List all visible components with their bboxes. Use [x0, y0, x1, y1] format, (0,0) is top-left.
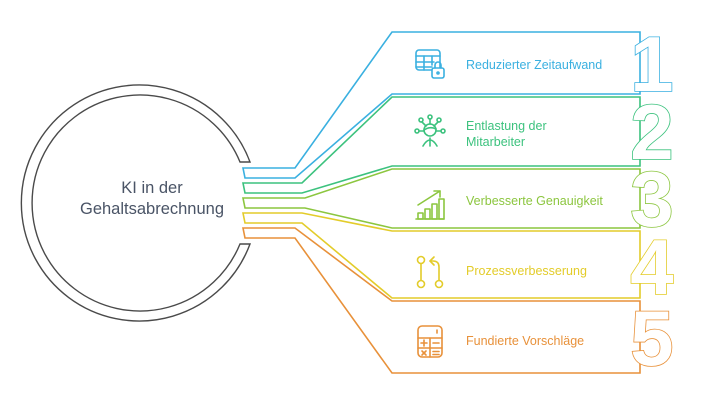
- git-flow-icon: [416, 255, 444, 289]
- step-number-5: 5: [630, 294, 673, 382]
- item-label-1: Reduzierter Zeitaufwand: [466, 58, 603, 72]
- item-label-4: Prozessverbesserung: [466, 264, 587, 278]
- person-network-icon: [414, 114, 446, 147]
- step-number-2: 2: [630, 88, 673, 176]
- band-1: [242, 31, 641, 179]
- hub-ring: [20, 84, 252, 322]
- step-number-3: 3: [630, 155, 673, 243]
- band-2: [242, 96, 641, 194]
- band-3: [242, 168, 641, 229]
- step-number-4: 4: [630, 223, 673, 311]
- band-4: [242, 212, 641, 299]
- step-number-1: 1: [630, 20, 673, 108]
- hub-label: KI in der Gehaltsabrechnung: [79, 179, 225, 218]
- growth-chart-icon: [415, 190, 445, 220]
- table-lock-icon: [415, 49, 445, 79]
- item-label-3: Verbesserte Genauigkeit: [466, 194, 603, 208]
- item-label-2: Entlastung der Mitarbeiter: [466, 119, 547, 149]
- item-label-5: Fundierte Vorschläge: [466, 334, 585, 348]
- hub-ring-outer: [20, 84, 252, 322]
- band-5: [242, 227, 641, 374]
- calculator-icon: [417, 325, 443, 358]
